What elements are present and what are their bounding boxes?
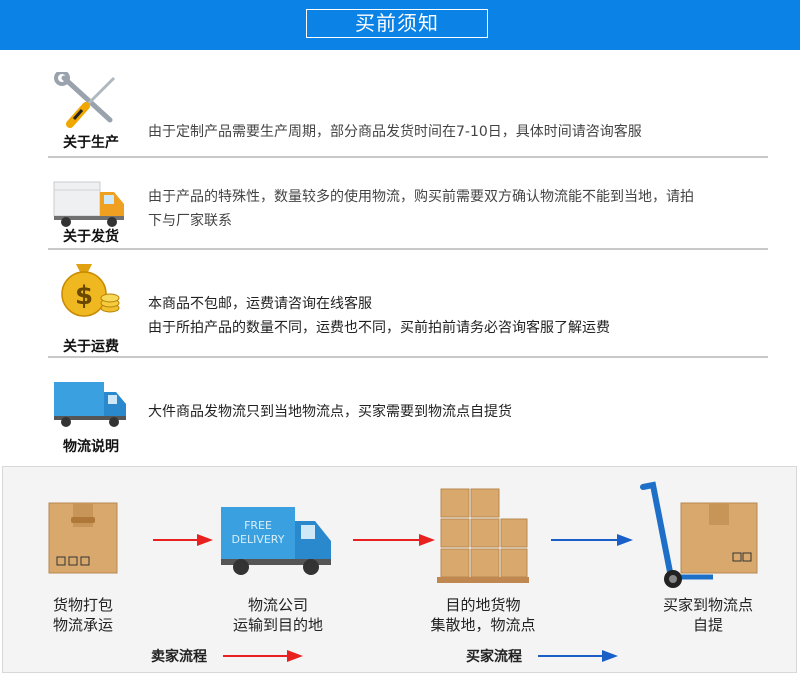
divider (48, 356, 768, 358)
buyer-flow-arrow (551, 534, 633, 546)
free-delivery-truck-icon: FREE DELIVERY (221, 507, 331, 575)
text-line: 下与厂家联系 (148, 213, 232, 229)
divider (48, 156, 768, 158)
caption-line: 货物打包 (52, 596, 113, 614)
caption-line: 运输到目的地 (232, 616, 323, 634)
truck-free-text: FREE (244, 519, 272, 532)
seller-legend-arrow (223, 650, 303, 662)
header-bar: 买前须知 (0, 0, 800, 50)
flow-step-pickup: 买家到物流点 自提 (633, 481, 783, 637)
tools-icon (54, 72, 116, 128)
buyer-flow-legend: 买家流程 (466, 649, 522, 665)
caption-line: 集散地，物流点 (430, 616, 536, 634)
page-title: 买前须知 (306, 9, 488, 38)
delivery-truck-icon (53, 181, 124, 227)
text-line: 本商品不包邮，运费请咨询在线客服 (148, 296, 372, 312)
section-label: 物流说明 (63, 439, 119, 455)
section-text: 本商品不包邮，运费请咨询在线客服 由于所拍产品的数量不同，运费也不同，买前拍前请… (148, 292, 758, 340)
flow-step-caption: 货物打包 物流承运 (33, 595, 133, 635)
seller-flow-arrow (353, 534, 435, 546)
flow-step-caption: 目的地货物 集散地，物流点 (423, 595, 543, 635)
stacked-boxes-icon (437, 488, 529, 583)
seller-flow-arrow (153, 534, 213, 546)
text-line: 由于所拍产品的数量不同，运费也不同，买前拍前请务必咨询客服了解运费 (148, 320, 610, 336)
section-label: 关于运费 (63, 339, 119, 355)
truck-delivery-text: DELIVERY (232, 533, 285, 546)
svg-text:$: $ (75, 281, 93, 311)
text-line: 由于定制产品需要生产周期，部分商品发货时间在7-10日，具体时间请咨询客服 (148, 124, 642, 140)
logistics-truck-icon (54, 382, 126, 427)
section-shipping: 关于发货 由于产品的特殊性，数量较多的使用物流，购买前需要双方确认物流能不能到当… (48, 172, 768, 252)
buyer-legend-arrow (538, 650, 618, 662)
hand-truck-icon (640, 481, 758, 588)
caption-line: 买家到物流点 (662, 596, 753, 614)
caption-line: 自提 (692, 616, 723, 634)
section-text: 大件商品发物流只到当地物流点，买家需要到物流点自提货 (148, 400, 758, 424)
section-text: 由于产品的特殊性，数量较多的使用物流，购买前需要双方确认物流能不能到当地，请拍 … (148, 185, 758, 233)
section-label: 关于生产 (63, 135, 119, 151)
flow-step-caption: 买家到物流点 自提 (633, 595, 783, 635)
process-flow-panel: 货物打包 物流承运 FREE DELIVERY 物流公司 运输到目的地 (2, 466, 797, 673)
flow-step-transport: FREE DELIVERY 物流公司 运输到目的地 (213, 497, 343, 637)
divider (48, 248, 768, 250)
text-line: 大件商品发物流只到当地物流点，买家需要到物流点自提货 (148, 404, 512, 420)
section-text: 由于定制产品需要生产周期，部分商品发货时间在7-10日，具体时间请咨询客服 (148, 120, 758, 144)
section-logistics: 物流说明 大件商品发物流只到当地物流点，买家需要到物流点自提货 (48, 376, 768, 460)
section-freight: $ 关于运费 本商品不包邮，运费请咨询在线客服 由于所拍产品的数量不同，运费也不… (48, 258, 768, 360)
package-box-icon (48, 502, 118, 574)
caption-line: 物流公司 (247, 596, 308, 614)
flow-step-distribution: 目的地货物 集散地，物流点 (423, 485, 543, 637)
seller-flow-legend: 卖家流程 (151, 649, 207, 665)
caption-line: 物流承运 (52, 616, 113, 634)
caption-line: 目的地货物 (445, 596, 521, 614)
text-line: 由于产品的特殊性，数量较多的使用物流，购买前需要双方确认物流能不能到当地，请拍 (148, 189, 694, 205)
flow-step-caption: 物流公司 运输到目的地 (213, 595, 343, 635)
section-production: 关于生产 由于定制产品需要生产周期，部分商品发货时间在7-10日，具体时间请咨询… (48, 70, 768, 160)
money-bag-icon: $ (61, 264, 120, 317)
flow-step-packing: 货物打包 物流承运 (33, 497, 133, 637)
section-label: 关于发货 (63, 229, 119, 245)
